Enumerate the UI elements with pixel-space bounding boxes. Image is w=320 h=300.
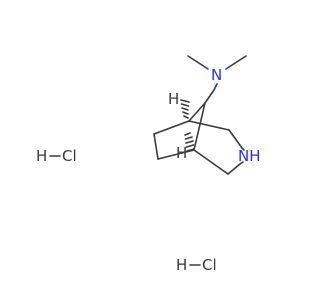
hash-4b [184,136,193,140]
methyl-bond-right-n [225,66,230,70]
hash-1 [180,99,190,103]
stereo-h-top-label: H [168,90,179,108]
methyl-bond-left-n [204,66,209,70]
hash-2 [180,103,190,107]
methyl-bond-left [187,55,206,68]
top-bridgehead-to-c2 [188,120,230,131]
chemical-structure: N H H NH H Cl [36,55,261,274]
ch2-to-ch2 [153,133,159,160]
hcl-2-h-label: H [176,256,187,274]
hash-3b [185,140,194,144]
hash-5b [184,132,191,136]
hash-2b [185,144,195,148]
hash-3 [181,107,189,111]
hcl-salt-1: H Cl [36,147,77,165]
hcl-2-cl-label: Cl [202,256,217,274]
ring-nh-label: NH [238,147,261,165]
bicyclic-skeleton [153,102,245,175]
hash-5 [183,115,189,119]
amine-nitrogen-label: N [211,66,222,84]
bridge-to-bottom-bridgehead [193,102,206,151]
stereo-h-bottom-label: H [176,144,187,162]
methyl-bond-right [228,55,247,68]
c2-to-nh [228,129,243,149]
top-bridgehead-to-ch2 [153,120,190,135]
hash-1b [186,148,195,152]
dimethylamino-group: N [187,55,247,104]
hcl-1-h-label: H [36,147,47,165]
nh-to-c4 [227,163,241,175]
c4-to-bottom-bridgehead [193,149,229,175]
hash-4 [182,111,189,115]
amine-to-bridge-bond [204,89,215,104]
bridge-to-top-bridgehead [188,102,206,122]
hcl-salt-2: H Cl [176,256,217,274]
stereo-wedge-bottom: H [176,132,195,162]
c2-to-nh-n [241,147,245,151]
amine-to-bridge-bond-n [213,83,218,91]
stereo-wedge-top: H [168,90,190,119]
hcl-1-cl-label: Cl [62,147,77,165]
